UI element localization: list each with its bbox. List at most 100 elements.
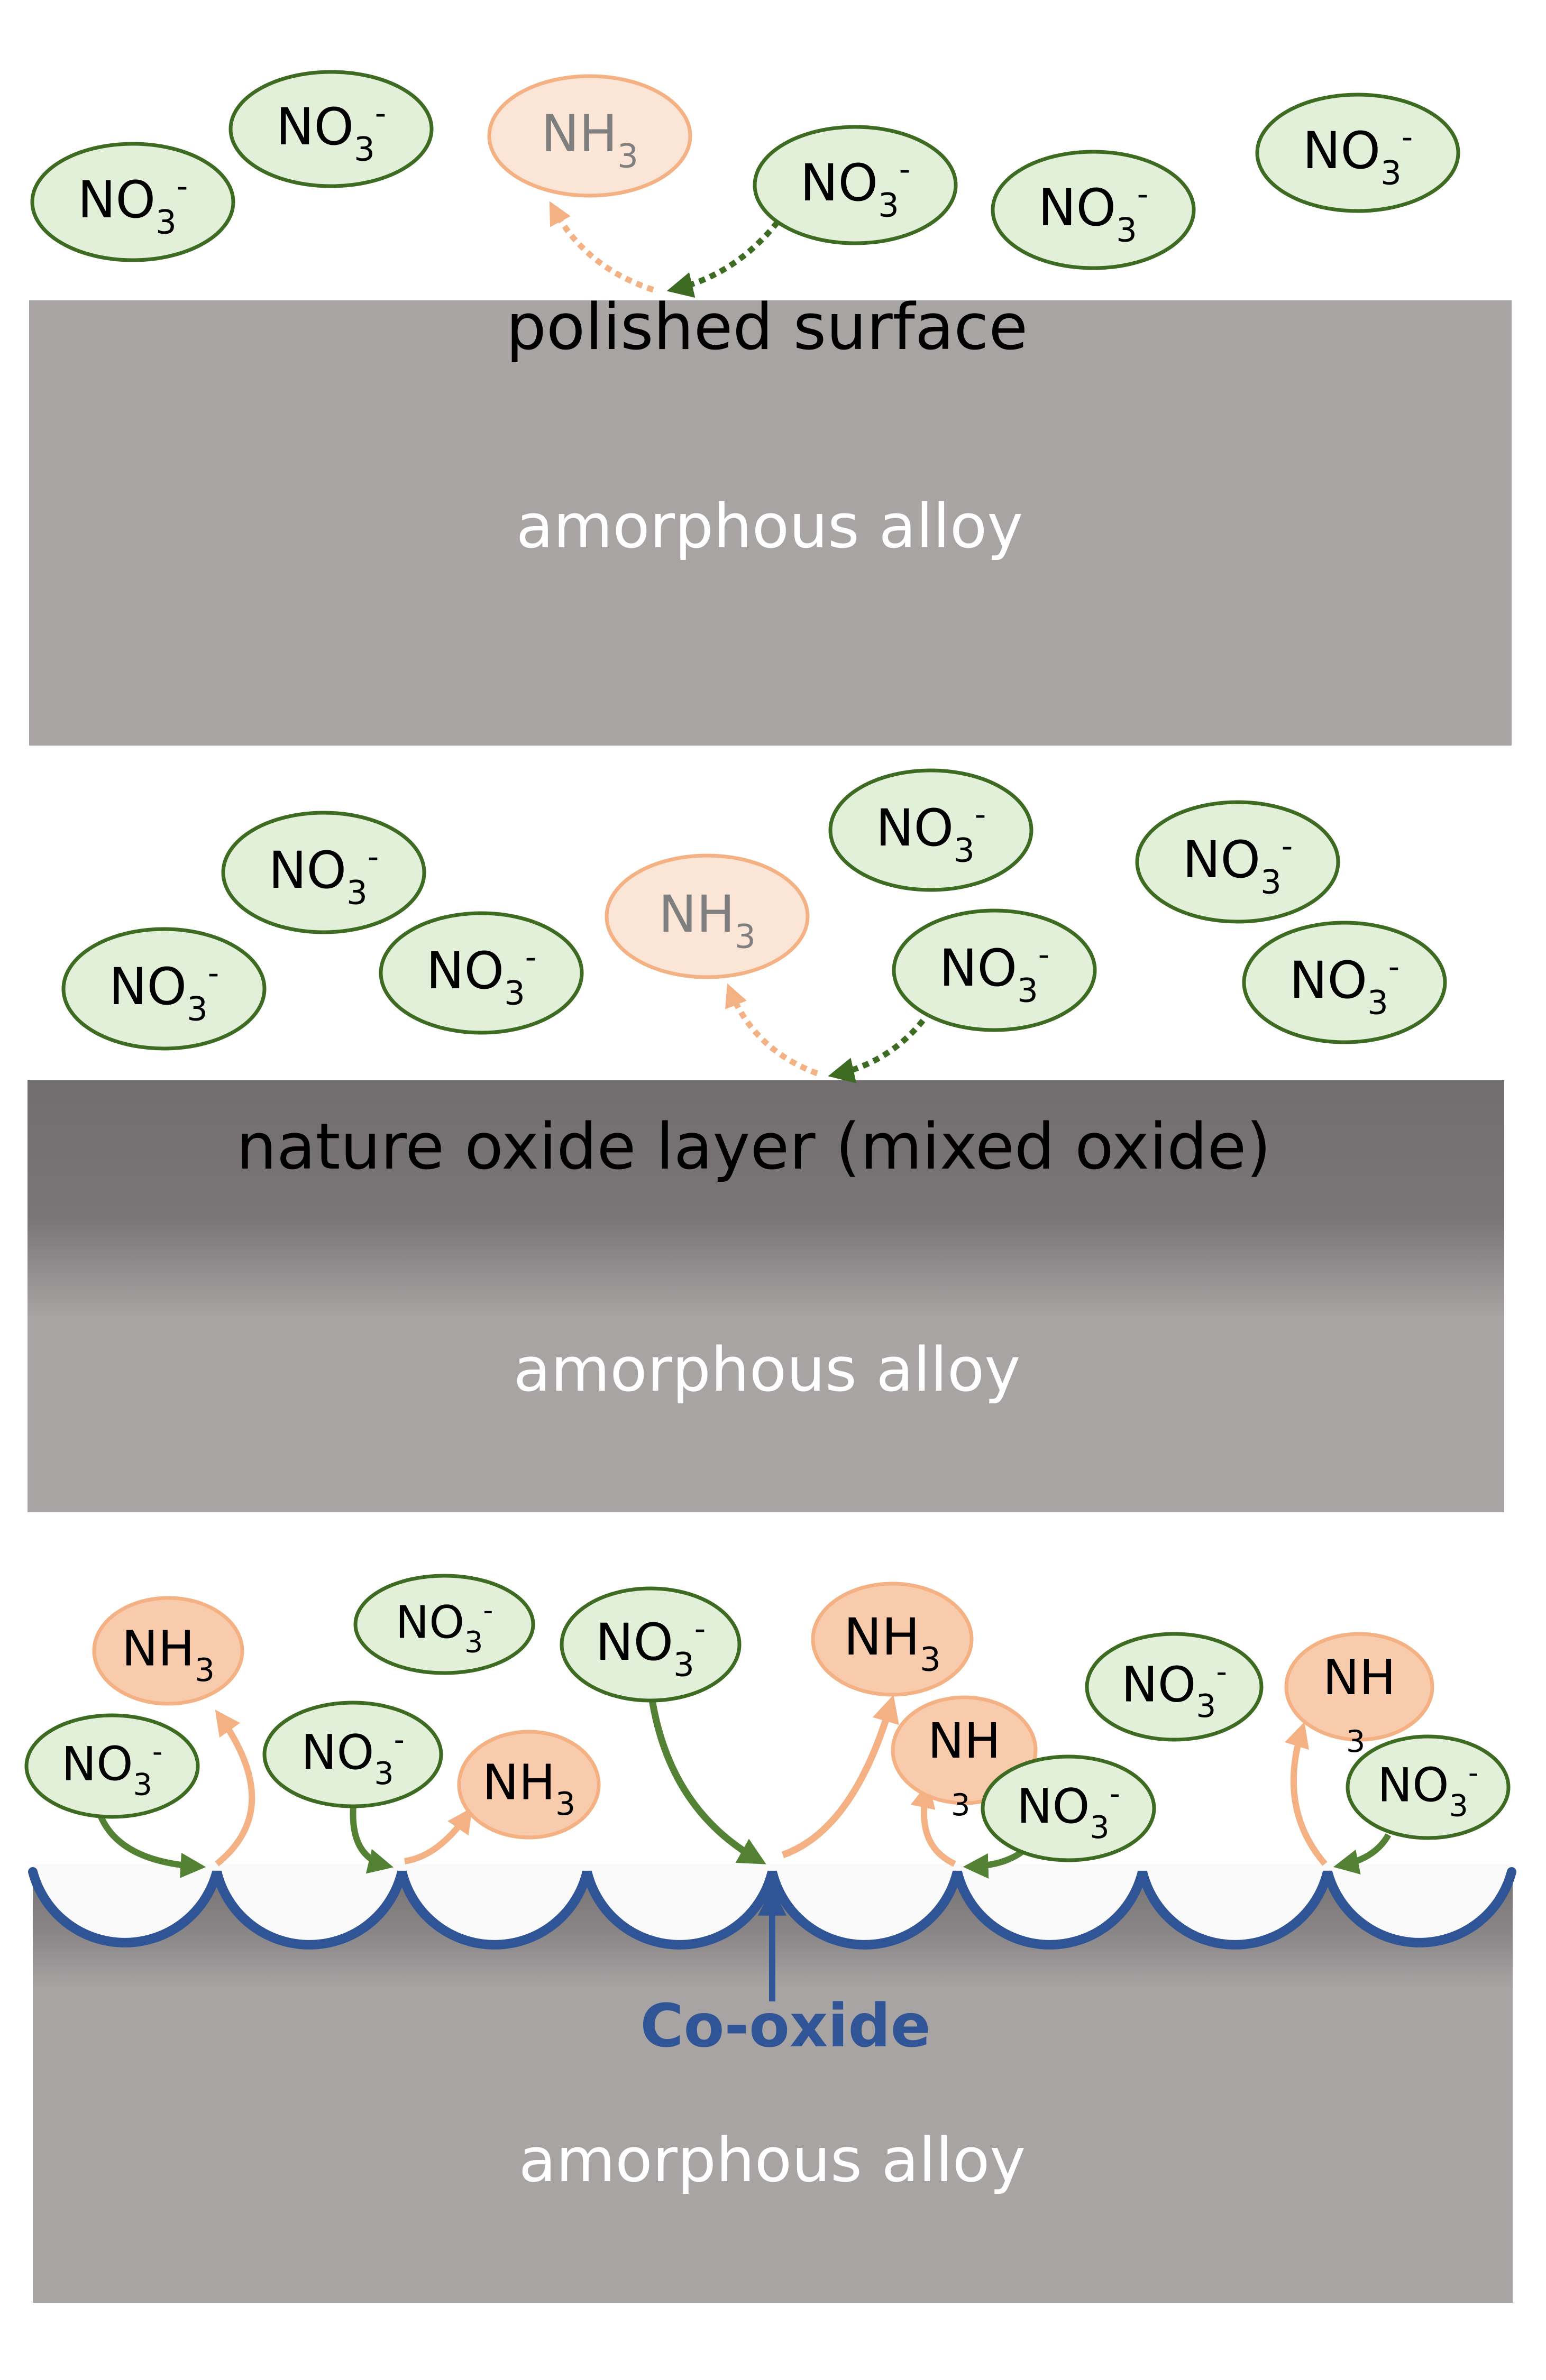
no3-ion: NO3-: [991, 150, 1196, 270]
nh3-desorb-arrow: [404, 1807, 473, 1864]
species-formula: NO3-: [396, 1595, 493, 1660]
no3-ion: NO3-: [981, 1754, 1156, 1862]
nh3-molecule: NH3: [605, 853, 810, 979]
species-formula: NO3-: [1017, 1777, 1120, 1845]
no3-bubble: [1242, 921, 1447, 1044]
nh3-molecule: NH3: [457, 1730, 601, 1840]
no3-bubble: [981, 1754, 1156, 1862]
species-formula: NH3: [658, 885, 756, 956]
species-formula: NH: [1323, 1649, 1396, 1706]
no3-bubble: [1085, 1632, 1264, 1742]
no3-ion: NO3-: [828, 768, 1033, 892]
nh3-bubble: [605, 853, 810, 979]
species-formula: NO3-: [301, 1723, 405, 1791]
panel-co-oxide: amorphous alloy Co-oxide NH 3 NO3- NO3- N…: [24, 1574, 1516, 2303]
no3-adsorb-arrow: [666, 220, 780, 298]
species-formula: NO3-: [78, 168, 188, 241]
no3-adsorb-arrow: [963, 1848, 1026, 1879]
no3-bubble: [753, 125, 958, 245]
no3-bubble: [30, 142, 235, 262]
no3-ion: NO3-: [1085, 1632, 1264, 1742]
no3-bubble: [61, 927, 267, 1051]
no3-adsorb-arrow: [1333, 1833, 1392, 1874]
species-formula: NO3-: [276, 95, 387, 168]
alloy-block: [28, 1080, 1504, 1512]
species-formula: NO3-: [876, 796, 986, 869]
no3-adsorb-arrow: [828, 1018, 926, 1083]
no3-ion: NO3-: [1135, 800, 1340, 924]
species-formula: NO3-: [269, 839, 379, 912]
no3-bubble: [24, 1713, 200, 1819]
alloy-block: [29, 300, 1512, 746]
panel-polished: polished surface amorphous alloy NO3- NO…: [29, 70, 1512, 746]
no3-ion: NO3-: [353, 1574, 535, 1675]
species-formula: NO3-: [939, 936, 1050, 1009]
nh3-molecule: NH 3: [1284, 1632, 1434, 1759]
nh3-molecule: NH3: [92, 1596, 244, 1706]
species-formula: NO3-: [1121, 1655, 1227, 1725]
nh3-desorb-arrow: [1285, 1722, 1328, 1866]
no3-bubble: [379, 911, 584, 1035]
no3-ion: NO3-: [1346, 1734, 1511, 1840]
no3-adsorb-arrow: [647, 1689, 766, 1864]
nh3-molecule: NH3: [811, 1582, 974, 1697]
no3-bubble: [892, 908, 1097, 1032]
species-formula: NO3-: [800, 151, 911, 224]
no3-bubble: [1135, 800, 1340, 924]
nh3-desorb-arrow: [781, 1695, 899, 1859]
no3-ion: NO3-: [24, 1713, 200, 1819]
species-formula: NO3-: [1377, 1756, 1478, 1823]
species-formula: NO3-: [426, 939, 537, 1012]
species-formula: NO3-: [1183, 828, 1293, 901]
no3-ion: NO3-: [1242, 921, 1447, 1044]
nh3-desorb-arrow: [725, 983, 818, 1077]
co-oxide-label: Co-oxide: [640, 1992, 930, 2061]
no3-ion: NO3-: [262, 1701, 443, 1808]
no3-bubble: [991, 150, 1196, 270]
no3-adsorb-arrow: [95, 1807, 206, 1878]
no3-bubble: [262, 1701, 443, 1808]
no3-bubble: [560, 1586, 742, 1703]
no3-bubble: [353, 1574, 535, 1675]
surface-label: nature oxide layer (mixed oxide): [236, 1110, 1271, 1184]
species-formula: NH: [928, 1713, 1001, 1769]
no3-adsorb-arrow: [350, 1795, 394, 1874]
species-formula: NO3-: [61, 1734, 162, 1802]
no3-ion: NO3-: [892, 908, 1097, 1032]
no3-bubble: [228, 70, 434, 188]
no3-ion: NO3-: [379, 911, 584, 1035]
no3-ion: NO3-: [753, 125, 958, 245]
species-formula: NO3-: [1289, 949, 1400, 1022]
bulk-label: amorphous alloy: [514, 1335, 1021, 1405]
no3-ion: NO3-: [228, 70, 434, 188]
species-formula: NO3-: [109, 955, 219, 1028]
no3-ion: NO3-: [30, 142, 235, 262]
nh3-desorb-arrow: [215, 1710, 255, 1867]
species-formula: NO3-: [596, 1611, 706, 1684]
no3-bubble: [828, 768, 1033, 892]
nh3-desorb-arrow: [549, 201, 654, 293]
nh3-bubble: [487, 74, 692, 198]
bulk-label: amorphous alloy: [519, 2125, 1026, 2196]
nh3-desorb-arrow: [910, 1782, 956, 1867]
species-formula: NH3: [844, 1607, 941, 1679]
nh3-bubble: [457, 1730, 601, 1840]
species-subscript: 3: [1346, 1724, 1365, 1759]
species-formula: NH3: [541, 104, 638, 176]
no3-bubble: [1346, 1734, 1511, 1840]
bulk-label: amorphous alloy: [516, 491, 1023, 562]
species-formula: NO3-: [1303, 119, 1413, 192]
no3-bubble: [1255, 93, 1460, 213]
nh3-bubble: [92, 1596, 244, 1706]
no3-ion: NO3-: [1255, 93, 1460, 213]
co-oxide-layer: [28, 1867, 1516, 1950]
species-formula: NH3: [482, 1754, 575, 1823]
no3-ion: NO3-: [560, 1586, 742, 1703]
nh3-bubble: [811, 1582, 974, 1697]
surface-label: polished surface: [506, 291, 1028, 364]
species-formula: NH3: [122, 1621, 215, 1689]
no3-ion: NO3-: [221, 811, 426, 934]
species-formula: NO3-: [1038, 176, 1149, 249]
nh3-bubble: [1284, 1632, 1434, 1742]
